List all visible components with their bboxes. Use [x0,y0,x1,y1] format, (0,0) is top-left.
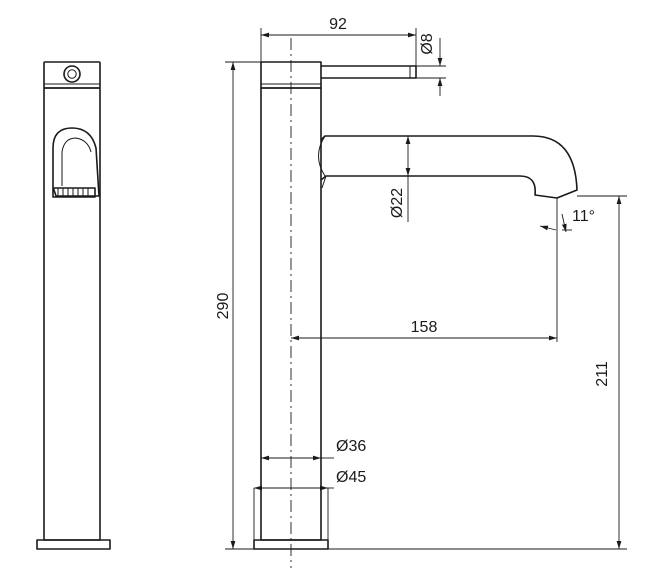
label-dia-22: Ø22 [389,188,406,218]
front-base [36,539,111,550]
front-handle-knob-outer [63,65,81,83]
label-reach-158: 158 [411,319,438,336]
dimension-lines [225,28,627,550]
profile-spout [320,135,578,199]
label-dia-36: Ø36 [336,438,366,455]
front-aerator [52,187,96,198]
label-width-92: 92 [329,16,347,33]
dimension-labels: 92 Ø8 Ø22 11° 290 158 211 Ø36 Ø45 [215,16,611,486]
front-view [36,61,111,550]
front-handle-knob-inner [67,69,77,79]
label-height-290: 290 [215,293,232,320]
label-dia-8: Ø8 [419,33,436,54]
profile-spout-joint [318,135,326,177]
label-angle-11: 11° [572,208,595,225]
front-spout-inner-curve [61,137,92,186]
label-dia-45: Ø45 [336,469,366,486]
profile-lever-handle [321,65,417,79]
label-height-211: 211 [594,361,611,387]
front-spout-outlet [52,127,100,197]
profile-view [253,38,578,568]
